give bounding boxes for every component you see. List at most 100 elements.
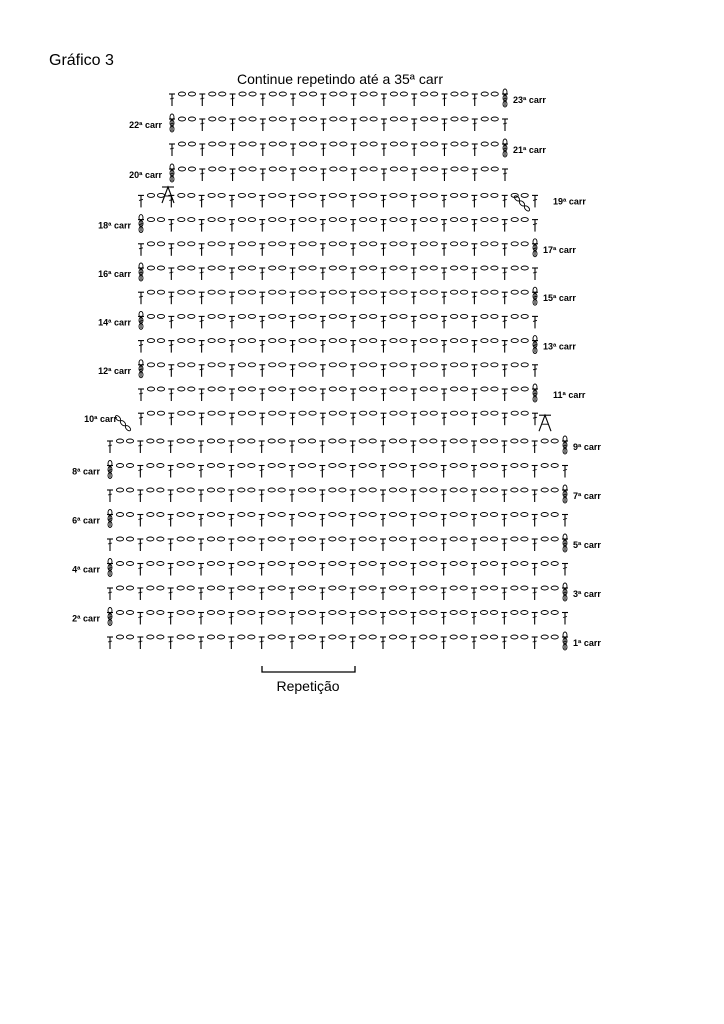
chain-icon [237, 313, 246, 319]
chain-icon [398, 487, 408, 493]
chain-icon [479, 536, 489, 542]
chain-icon [489, 561, 499, 566]
dc-stitch-icon [471, 315, 478, 329]
dc-stitch-icon [440, 538, 447, 551]
chain-icon [459, 610, 468, 615]
chain-icon [520, 410, 529, 416]
dc-stitch-icon [258, 538, 265, 551]
dc-stitch-icon [501, 562, 508, 576]
chain-icon [237, 536, 246, 542]
dc-stitch-icon [198, 538, 204, 551]
chain-icon [186, 536, 195, 542]
chain-icon [247, 463, 256, 468]
turning-chain-icon [532, 238, 538, 258]
chain-icon [309, 116, 318, 122]
dc-stitch-icon [349, 587, 356, 600]
turning-chain-icon [138, 262, 144, 282]
chain-icon [430, 116, 439, 122]
chain-icon [450, 386, 459, 392]
chain-icon [358, 438, 367, 444]
dc-stitch-icon [289, 513, 295, 527]
chain-icon [268, 386, 277, 392]
chain-icon [177, 141, 187, 147]
chain-icon [520, 386, 529, 392]
chain-icon [490, 217, 499, 223]
row-label: 12ª carr [98, 366, 131, 376]
chain-icon [299, 91, 308, 97]
row-label: 17ª carr [543, 245, 576, 255]
chain-icon [460, 386, 469, 392]
chain-icon [398, 610, 408, 615]
chain-icon [328, 289, 337, 295]
dc-stitch-icon [168, 364, 175, 377]
chain-icon [247, 241, 256, 247]
chain-icon [510, 386, 519, 392]
chain-icon [156, 512, 165, 517]
chain-icon [369, 217, 378, 223]
dc-stitch-icon [199, 143, 206, 156]
chain-icon [217, 192, 226, 198]
chain-icon [125, 634, 135, 640]
chain-icon [480, 410, 489, 416]
dc-stitch-icon [410, 538, 417, 551]
chain-icon [460, 313, 469, 319]
chain-icon [237, 217, 246, 223]
chain-icon [389, 338, 398, 344]
chain-icon [479, 487, 489, 493]
chart-row [169, 88, 508, 108]
dc-stitch-icon [350, 388, 357, 401]
chain-icon [338, 338, 347, 344]
chain-icon [207, 338, 216, 344]
chain-icon [430, 91, 439, 97]
dc-stitch-icon [410, 489, 417, 502]
chain-icon [308, 217, 317, 223]
diagonal-chain-icon [114, 415, 132, 432]
chain-icon [490, 289, 499, 295]
chain-icon [146, 487, 155, 493]
chain-icon [156, 536, 165, 542]
chain-icon [217, 265, 226, 271]
chain-icon [388, 463, 398, 468]
turning-chain-icon [138, 214, 144, 234]
chain-icon [368, 512, 377, 517]
chain-icon [277, 438, 286, 444]
dc-stitch-icon [380, 219, 387, 232]
chain-icon [278, 410, 287, 416]
dc-stitch-icon [410, 291, 417, 305]
chain-icon [206, 610, 216, 615]
dc-stitch-icon [107, 440, 113, 453]
chain-icon [369, 241, 378, 247]
chain-icon [449, 585, 458, 591]
chain-icon [277, 585, 286, 591]
chain-icon [187, 265, 196, 271]
row-label: 23ª carr [513, 95, 546, 105]
repeat-bracket: Repetição [261, 666, 356, 694]
chain-icon [247, 410, 256, 416]
dc-stitch-icon [501, 412, 508, 426]
chain-icon [338, 512, 347, 517]
chain-icon [358, 463, 367, 468]
dc-stitch-icon [411, 93, 418, 106]
dc-stitch-icon [502, 168, 508, 181]
chain-icon [449, 487, 458, 493]
dc-stitch-icon [319, 489, 326, 502]
chain-icon [359, 217, 368, 223]
dc-stitch-icon [319, 291, 326, 305]
chain-icon [299, 166, 308, 172]
chain-icon [338, 610, 347, 615]
dc-stitch-icon [410, 636, 417, 649]
chain-icon [177, 362, 186, 368]
chain-icon [115, 561, 125, 566]
chain-icon [308, 362, 317, 368]
dc-stitch-icon [471, 412, 478, 426]
chain-icon [309, 166, 318, 172]
chain-icon [329, 141, 338, 147]
chain-icon [146, 289, 156, 295]
chain-icon [146, 313, 156, 319]
dc-stitch-icon [380, 364, 387, 377]
chain-icon [399, 116, 408, 122]
chain-icon [429, 217, 438, 223]
chain-icon [358, 512, 367, 517]
chain-icon [186, 512, 195, 517]
chain-icon [268, 289, 277, 295]
